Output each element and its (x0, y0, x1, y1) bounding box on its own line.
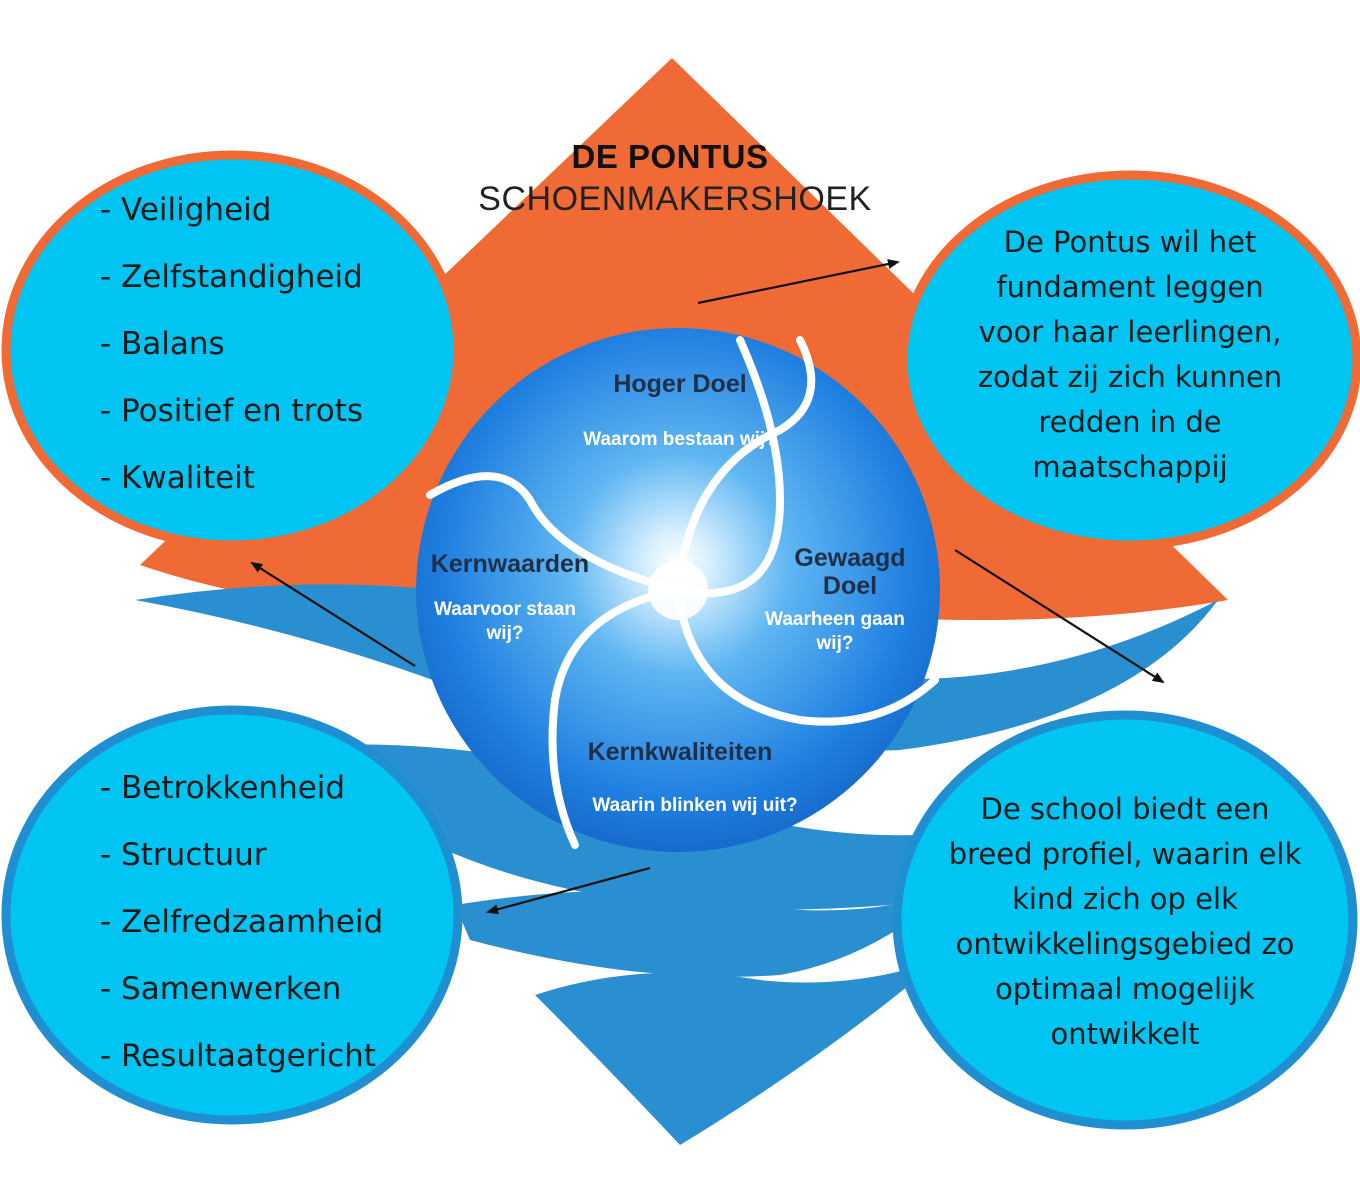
globe-segment-hoger-doel: Hoger Doel Waarom bestaan wij? (560, 370, 800, 452)
segment-heading: Gewaagd Doel (794, 544, 906, 600)
segment-heading: Kernkwaliteiten (587, 738, 773, 766)
list-item: - Samenwerken (100, 971, 342, 1007)
segment-question: Waarheen gaan wij? (765, 609, 905, 654)
segment-question: Waarom bestaan wij? (583, 429, 777, 450)
segment-heading: Hoger Doel (613, 370, 747, 398)
diagram-title: DE PONTUS (571, 138, 769, 175)
bubble-bottom-right-text: De school biedt een breed profiel, waari… (948, 792, 1302, 1051)
bubble-top-left-list: - Veiligheid - Zelfstandigheid - Balans … (100, 177, 430, 512)
diagram-subtitle: SCHOENMAKERSHOEK (478, 180, 872, 218)
arrow-to-bottom-left (486, 866, 651, 915)
list-item: - Betrokkenheid (100, 770, 346, 806)
arrow-to-top-left (250, 561, 416, 667)
bubble-top-left-shape (1, 150, 463, 550)
bubble-bottom-left-list: - Betrokkenheid - Structuur - Zelfredzaa… (100, 755, 440, 1090)
list-item: - Veiligheid (100, 192, 272, 228)
globe-segment-gewaagd-doel: Gewaagd Doel Waarheen gaan wij? (750, 544, 920, 656)
list-item: - Structuur (100, 837, 267, 873)
segment-heading: Kernwaarden (430, 550, 590, 578)
wave-lower (455, 890, 950, 977)
globe-segment-kernwaarden: Kernwaarden Waarvoor staan wij? (420, 550, 600, 646)
bubble-bottom-left-shape (1, 705, 463, 1125)
bubble-top-right-text: De Pontus wil het fundament leggen voor … (977, 225, 1283, 484)
arrow-to-top-right (697, 259, 900, 305)
segment-question: Waarvoor staan wij? (434, 599, 576, 644)
list-item: - Resultaatgericht (100, 1038, 376, 1074)
globe (416, 328, 940, 852)
list-item: - Positief en trots (100, 393, 364, 429)
list-item: - Kwaliteit (100, 460, 255, 496)
wave-bottom (535, 960, 940, 1145)
list-item: - Balans (100, 326, 225, 362)
bubble-bottom-right-shape (892, 710, 1358, 1130)
bubble-top-right-shape (898, 170, 1360, 550)
globe-segment-kernkwaliteiten: Kernkwaliteiten Waarin blinken wij uit? (550, 738, 810, 818)
arrow-to-bottom-right (954, 549, 1165, 684)
segment-question: Waarin blinken wij uit? (592, 795, 798, 816)
list-item: - Zelfredzaamheid (100, 904, 384, 940)
list-item: - Zelfstandigheid (100, 259, 363, 295)
